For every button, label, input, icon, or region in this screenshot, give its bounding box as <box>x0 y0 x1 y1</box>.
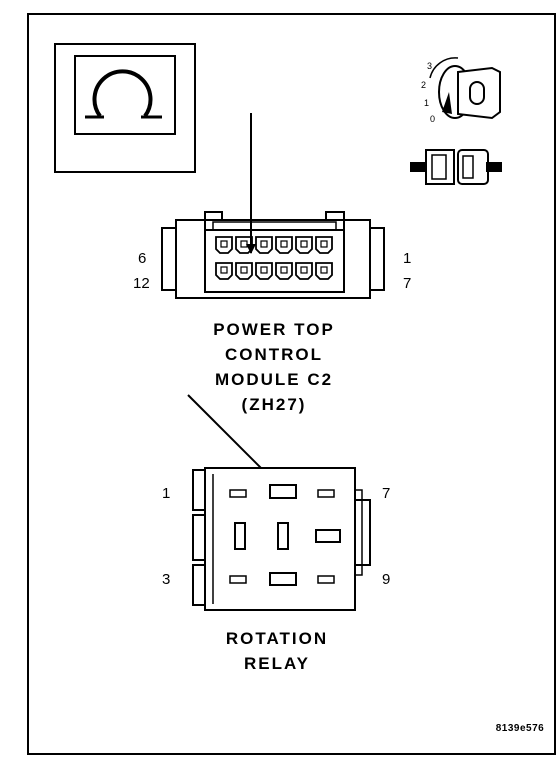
c2-title-line-4: (ZH27) <box>242 395 307 414</box>
cavity-terminal <box>260 266 268 274</box>
relay-title-line-1: ROTATION <box>226 629 328 648</box>
relay-pin-label-top-right: 7 <box>382 485 390 502</box>
connector-cavity <box>295 262 313 280</box>
relay-pin-label-top-left: 1 <box>162 485 170 502</box>
c2-pin-label-top-left: 6 <box>138 250 146 267</box>
connector-cavity <box>295 236 313 254</box>
cavity-terminal <box>300 240 308 248</box>
cavity-terminal <box>260 240 268 248</box>
connector-cavity <box>275 236 293 254</box>
ohmmeter-icon <box>54 43 196 173</box>
c2-title-line-3: MODULE C2 <box>215 370 333 389</box>
connector-cavity <box>275 262 293 280</box>
connector-cavity <box>255 262 273 280</box>
ignition-key-icon: 3 2 1 0 <box>421 57 501 124</box>
cavity-terminal <box>280 266 288 274</box>
connector-cavity <box>315 236 333 254</box>
c2-pin-label-top-right: 1 <box>403 250 411 267</box>
cavity-terminal <box>240 266 248 274</box>
rotation-relay-connector <box>192 467 371 611</box>
relay-pin-label-bottom-right: 9 <box>382 571 390 588</box>
cavity-terminal <box>320 266 328 274</box>
c2-title-line-1: POWER TOP <box>213 320 335 339</box>
unplugged-connector-icon <box>410 149 502 185</box>
key-position-3: 3 <box>427 61 432 71</box>
c2-title-line-2: CONTROL <box>225 345 323 364</box>
cavity-terminal <box>320 240 328 248</box>
cavity-terminal <box>300 266 308 274</box>
connector-c2 <box>161 211 385 299</box>
reference-code: 8139e576 <box>496 723 545 734</box>
connector-c2-title: POWER TOP CONTROL MODULE C2 (ZH27) <box>213 320 335 414</box>
c2-pin-label-bottom-left: 12 <box>133 275 150 292</box>
relay-title: ROTATION RELAY <box>226 629 328 673</box>
key-position-2: 2 <box>421 80 426 90</box>
relay-pin-label-bottom-left: 3 <box>162 571 170 588</box>
cavity-terminal <box>280 240 288 248</box>
key-position-1: 1 <box>424 98 429 108</box>
cavity-terminal <box>220 240 228 248</box>
connector-cavity <box>315 262 333 280</box>
connector-cavity <box>235 236 253 254</box>
connector-cavity <box>215 236 233 254</box>
connector-cavity <box>255 236 273 254</box>
c2-pin-label-bottom-right: 7 <box>403 275 411 292</box>
connector-cavity <box>215 262 233 280</box>
relay-title-line-2: RELAY <box>244 654 310 673</box>
key-position-0: 0 <box>430 114 435 124</box>
cavity-terminal <box>220 266 228 274</box>
connector-c2-cavities <box>215 236 333 280</box>
diagram-frame <box>27 13 556 755</box>
connector-cavity <box>235 262 253 280</box>
